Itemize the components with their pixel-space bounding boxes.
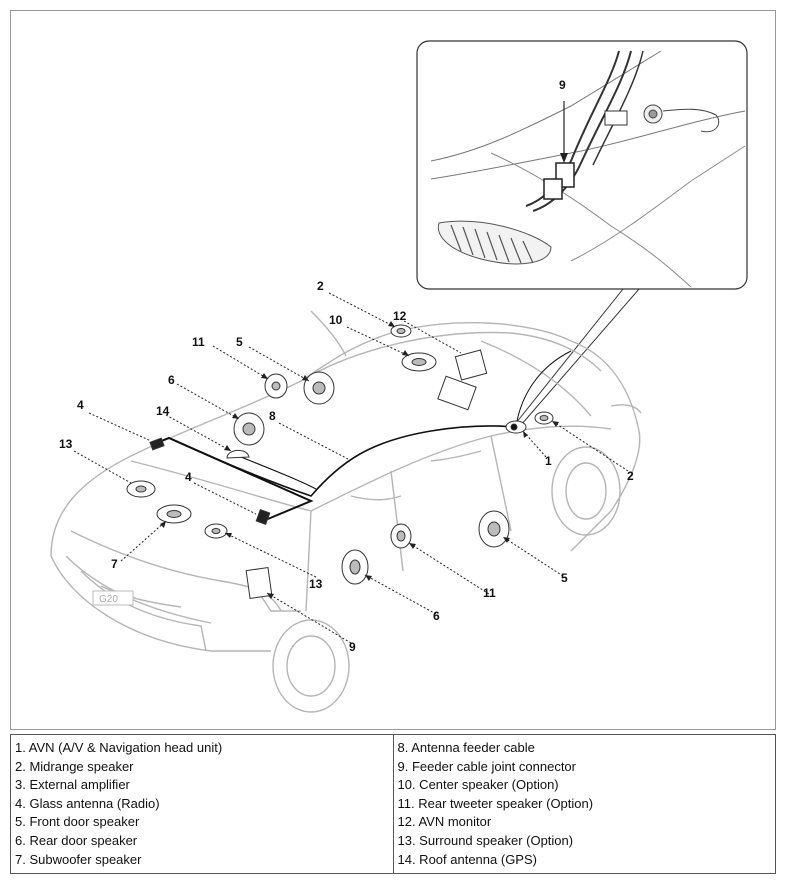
midrange-speaker-right: [534, 411, 554, 425]
legend-item-2: 2. Midrange speaker: [15, 758, 134, 774]
feeder-cable-joint-box: [245, 567, 273, 599]
legend-item-5: 5. Front door speaker: [15, 814, 140, 830]
legend-item-7: 7. Subwoofer speaker: [15, 851, 142, 867]
leader-lines: [73, 292, 629, 644]
rear-badge-text: G20: [99, 594, 118, 605]
rear-door-speaker-left: [233, 412, 265, 446]
front-door-speaker-left: [303, 371, 335, 405]
diagram-figure: 9 G20: [10, 10, 776, 730]
subwoofer-speaker: [156, 504, 192, 524]
avn-monitor: [454, 349, 488, 381]
callout-6-top: 6: [168, 373, 175, 387]
front-door-speaker-right: [478, 510, 510, 548]
callout-1: 1: [545, 454, 552, 468]
legend-item-4: 4. Glass antenna (Radio): [15, 795, 160, 811]
feeder-cable-joint-connector: [543, 162, 575, 200]
callout-6-bottom: 6: [433, 609, 440, 623]
callout-4-top: 4: [77, 398, 84, 412]
callout-7: 7: [111, 557, 118, 571]
vent-grille: [437, 220, 552, 265]
rear-badge: G20: [92, 590, 134, 606]
legend-column-right: 8. Antenna feeder cable 9. Feeder cable …: [392, 734, 776, 874]
surround-speaker-left: [126, 480, 156, 498]
legend-item-8: 8. Antenna feeder cable: [397, 740, 535, 755]
callout-11-top: 11: [192, 335, 205, 349]
callout-4-bottom: 4: [185, 470, 192, 484]
midrange-speaker-front: [390, 324, 412, 338]
component-legend: 1. AVN (A/V & Navigation head unit) 2. M…: [10, 734, 776, 874]
avn-head-unit: [505, 420, 527, 434]
roof-antenna-gps: [226, 449, 250, 459]
leader-arrowheads: [160, 321, 559, 599]
callout-5-top: 5: [236, 335, 243, 349]
legend-item-11: 11. Rear tweeter speaker (Option): [397, 795, 594, 811]
external-amplifier: [437, 375, 477, 411]
callout-13-right: 13: [309, 577, 323, 591]
legend-item-3: 3. External amplifier: [15, 777, 130, 793]
rear-door-speaker-right: [341, 549, 369, 585]
callout-14: 14: [156, 404, 170, 418]
components: [126, 324, 554, 599]
callout-8: 8: [269, 409, 276, 423]
antenna-feeder-cable: [155, 350, 572, 522]
callout-13-left: 13: [59, 437, 73, 451]
callout-5-bottom: 5: [561, 571, 568, 585]
callout-2-top: 2: [317, 279, 324, 293]
inset-callout-label: 9: [559, 78, 566, 92]
legend-item-14: 14. Roof antenna (GPS): [397, 851, 537, 867]
legend-column-left: 1. AVN (A/V & Navigation head unit) 2. M…: [11, 735, 394, 874]
legend-item-13: 13. Surround speaker (Option): [397, 832, 574, 848]
glass-antenna-lower: [255, 509, 271, 525]
callout-9-bottom: 9: [349, 640, 356, 654]
callout-11-bottom: 11: [483, 586, 496, 600]
legend-item-6: 6. Rear door speaker: [15, 832, 138, 848]
car-audio-diagram: 9 G20: [50, 40, 748, 713]
callout-labels: 2 12 10 11 5 6 8 14 4 13 7 4 13 9 1 2 11…: [59, 279, 634, 654]
callout-10: 10: [329, 313, 343, 327]
glass-antenna-upper: [149, 437, 165, 451]
car-body: [50, 310, 642, 713]
rear-tweeter-speaker-left: [264, 373, 288, 399]
callout-2-right: 2: [627, 469, 634, 483]
inset-detail: 9: [416, 40, 748, 426]
legend-item-10: 10. Center speaker (Option): [397, 777, 559, 793]
surround-speaker-right: [204, 523, 228, 539]
legend-item-1: 1. AVN (A/V & Navigation head unit): [15, 740, 223, 755]
center-speaker: [401, 352, 437, 372]
callout-12: 12: [393, 309, 407, 323]
rear-tweeter-speaker-right: [390, 523, 412, 549]
legend-item-9: 9. Feeder cable joint connector: [397, 758, 577, 774]
legend-item-12: 12. AVN monitor: [397, 814, 492, 830]
